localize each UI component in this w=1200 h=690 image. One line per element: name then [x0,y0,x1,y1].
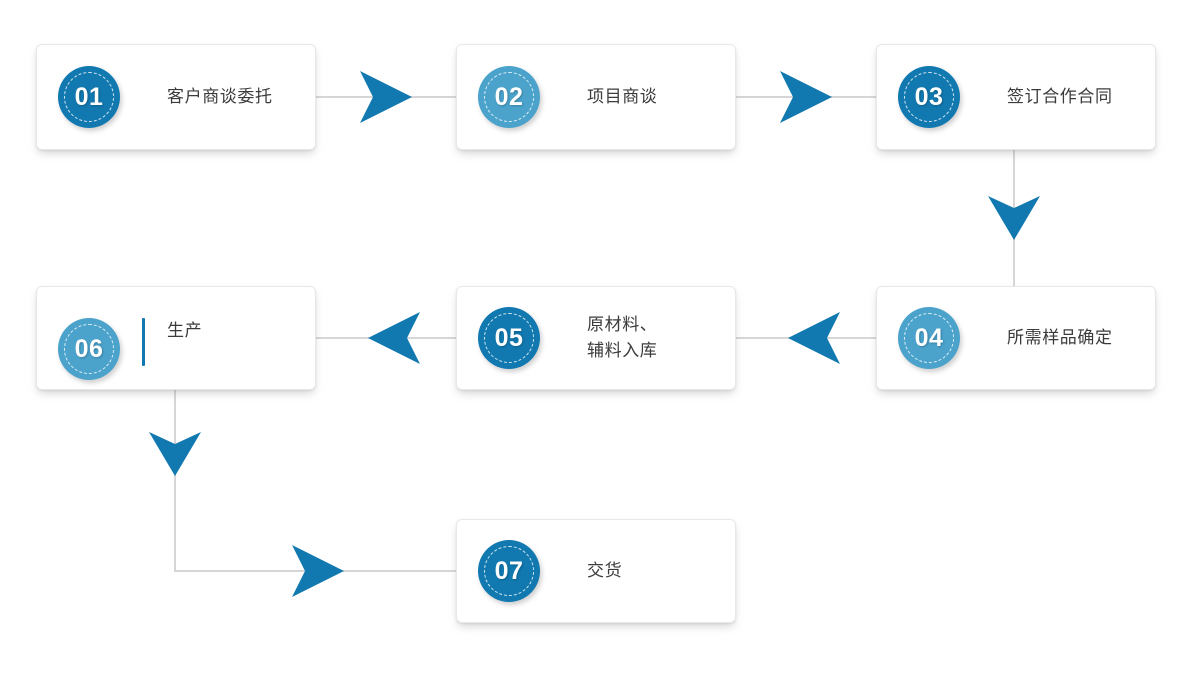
connector-step-06-to-07 [149,386,465,597]
step-label-01: 客户商谈委托 [167,87,273,106]
step-badge-01: 01 [58,66,120,128]
step-label-03: 签订合作合同 [1007,87,1113,106]
step-card-03[interactable]: 03 签订合作合同 [876,44,1156,150]
step-card-07[interactable]: 07 交货 [456,519,736,623]
arrow-right-icon [292,545,344,597]
step-number-05: 05 [494,323,524,352]
step-badge-06: 06 [58,318,120,380]
step-label-02: 项目商谈 [587,87,658,106]
step-label-07: 交货 [587,561,623,580]
connector-step-04-to-05 [735,312,885,364]
step-badge-03: 03 [898,66,960,128]
step-label-04: 所需样品确定 [1007,328,1113,347]
step-number-03: 03 [914,82,944,111]
step-divider-06 [142,318,145,366]
arrow-left-icon [368,312,420,364]
step-card-02[interactable]: 02 项目商谈 [456,44,736,150]
step-card-04[interactable]: 04 所需样品确定 [876,286,1156,390]
arrow-right-icon [780,71,832,123]
step-badge-05: 05 [478,307,540,369]
arrow-down-icon [988,196,1040,240]
step-badge-04: 04 [898,307,960,369]
step-card-06[interactable]: 06 生产 [36,286,316,390]
step-number-07: 07 [494,556,524,585]
step-number-04: 04 [914,323,944,352]
connector-step-02-to-03 [735,71,885,123]
connector-step-03-to-04 [988,145,1040,295]
arrow-down-icon [149,432,201,476]
arrow-right-icon [360,71,412,123]
step-badge-02: 02 [478,66,540,128]
step-label-06: 生产 [167,321,203,340]
step-number-06: 06 [74,334,104,363]
step-number-02: 02 [494,82,524,111]
step-badge-07: 07 [478,540,540,602]
connector-step-01-to-02 [316,71,465,123]
step-number-01: 01 [74,82,104,111]
arrow-left-icon [788,312,840,364]
step-card-01[interactable]: 01 客户商谈委托 [36,44,316,150]
step-card-05[interactable]: 05 原材料、 辅料入库 [456,286,736,390]
step-label-05: 原材料、 辅料入库 [587,315,658,360]
connector-step-05-to-06 [316,312,465,364]
